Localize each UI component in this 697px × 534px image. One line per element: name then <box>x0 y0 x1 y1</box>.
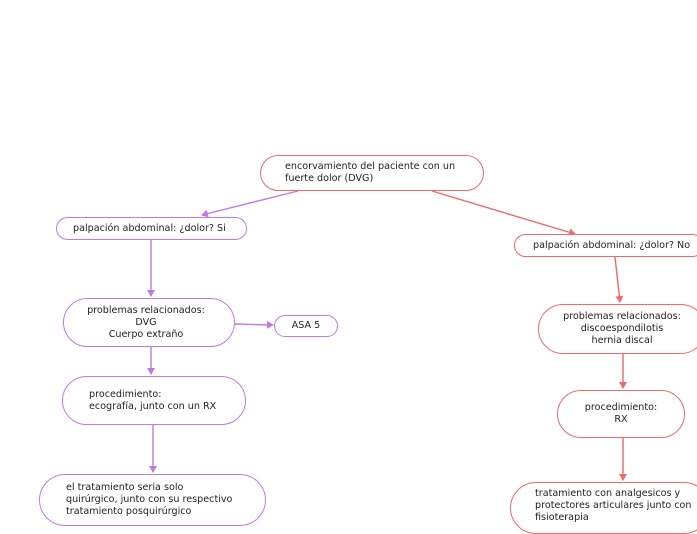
edge-left-problems-to-asa <box>234 320 274 329</box>
right-procedure-node[interactable]: procedimiento: RX <box>557 390 685 438</box>
left-palpation-node[interactable]: palpación abdominal: ¿dolor? Si <box>56 217 247 240</box>
right-palpation-text: palpación abdominal: ¿dolor? No <box>533 239 691 251</box>
root-node[interactable]: encorvamiento del paciente con un fuerte… <box>260 155 484 191</box>
right-problems-text: problemas relacionados: discoespondiloti… <box>563 311 681 346</box>
right-problems-node[interactable]: problemas relacionados: discoespondiloti… <box>538 304 697 354</box>
edge-root-to-left-palpation <box>201 190 299 218</box>
left-treatment-node[interactable]: el tratamiento seria solo quirúrgico, ju… <box>39 474 266 526</box>
right-palpation-node[interactable]: palpación abdominal: ¿dolor? No <box>514 234 697 257</box>
right-procedure-text: procedimiento: RX <box>584 402 658 425</box>
left-procedure-node[interactable]: procedimiento: ecografía, junto con un R… <box>62 376 246 425</box>
left-treatment-text: el tratamiento seria solo quirúrgico, ju… <box>66 482 233 517</box>
right-treatment-text: tratamiento con analgesicos y protectore… <box>535 488 692 523</box>
left-palpation-text: palpación abdominal: ¿dolor? Si <box>73 222 226 234</box>
root-node-text: encorvamiento del paciente con un fuerte… <box>285 161 456 184</box>
asa-text: ASA 5 <box>291 320 321 331</box>
edge-root-to-right-palpation <box>431 190 576 237</box>
right-treatment-node[interactable]: tratamiento con analgesicos y protectore… <box>510 482 697 534</box>
left-problems-text: problemas relacionados: DVG Cuerpo extra… <box>87 304 205 340</box>
asa-node[interactable]: ASA 5 <box>274 315 338 337</box>
edge-right-palpation-to-problems <box>614 256 624 303</box>
left-procedure-text: procedimiento: ecografía, junto con un R… <box>89 388 217 412</box>
left-problems-node[interactable]: problemas relacionados: DVG Cuerpo extra… <box>63 298 235 347</box>
connector-layer <box>147 190 627 481</box>
